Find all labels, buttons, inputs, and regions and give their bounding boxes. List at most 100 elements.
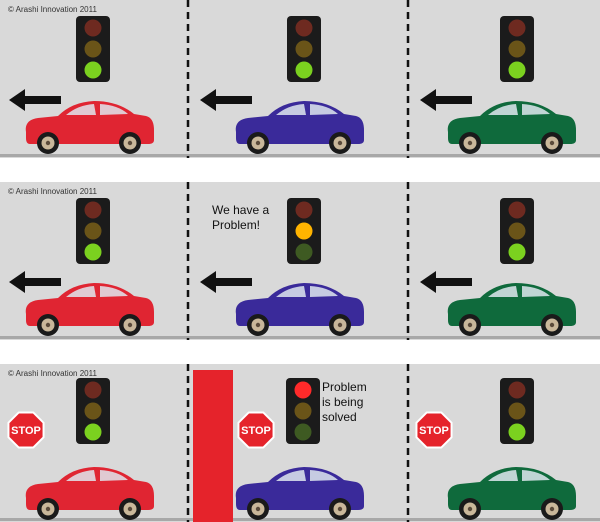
- lane: [9, 198, 154, 336]
- car-hub-center: [45, 322, 51, 328]
- red-lamp-off: [84, 201, 102, 219]
- car-window-front: [66, 470, 96, 481]
- road-line: [0, 154, 600, 157]
- car: [25, 101, 154, 154]
- stop-sign-icon: STOP: [237, 411, 275, 449]
- lane: STOP: [415, 378, 576, 520]
- left-arrow-icon: [9, 271, 61, 293]
- car-window-front: [276, 104, 306, 115]
- caption-line: We have a: [212, 203, 269, 217]
- car-window-rear: [522, 286, 550, 297]
- road-line: [0, 336, 600, 339]
- copyright-text: © Arashi Innovation 2011: [8, 187, 97, 196]
- traffic-light: [500, 16, 534, 82]
- red-lamp-off: [508, 201, 526, 219]
- lane: [200, 16, 364, 154]
- green-lamp-off: [294, 423, 312, 441]
- car-hub-center: [255, 140, 261, 146]
- car: [25, 283, 154, 336]
- car-window-rear: [100, 470, 128, 481]
- red-lamp-on: [294, 381, 312, 399]
- car-hub-center: [549, 322, 555, 328]
- left-arrow-icon: [200, 271, 252, 293]
- amber-lamp-off: [508, 40, 526, 58]
- caption-line: Problem!: [212, 218, 260, 232]
- amber-lamp-off: [84, 222, 102, 240]
- left-arrow-icon: [9, 89, 61, 111]
- traffic-light: [76, 16, 110, 82]
- caption-line: is being: [322, 395, 363, 409]
- copyright-text: © Arashi Innovation 2011: [8, 5, 97, 14]
- red-lamp-off: [84, 381, 102, 399]
- car: [235, 467, 364, 520]
- traffic-light: [287, 198, 321, 264]
- car-hub-center: [467, 140, 473, 146]
- car-window-rear: [522, 470, 550, 481]
- car-window-front: [488, 104, 518, 115]
- red-barrier: [193, 370, 233, 522]
- green-lamp-on: [295, 61, 313, 79]
- copyright-text: © Arashi Innovation 2011: [8, 369, 97, 378]
- traffic-light: [287, 16, 321, 82]
- red-lamp-off: [84, 19, 102, 37]
- car-window-rear: [522, 104, 550, 115]
- car-window-front: [66, 286, 96, 297]
- caption-line: Problem: [322, 380, 367, 394]
- lane: [420, 198, 576, 336]
- lane: [420, 16, 576, 154]
- stop-sign-label: STOP: [241, 425, 271, 437]
- car: [447, 283, 576, 336]
- green-lamp-on: [84, 243, 102, 261]
- stop-sign-octagon: [237, 411, 275, 449]
- amber-lamp-off: [294, 402, 312, 420]
- car: [447, 467, 576, 520]
- car-hub-center: [467, 506, 473, 512]
- car-hub-center: [255, 322, 261, 328]
- traffic-light: [76, 198, 110, 264]
- car-hub-center: [549, 140, 555, 146]
- car-hub-center: [337, 140, 343, 146]
- amber-lamp-off: [295, 40, 313, 58]
- amber-lamp-on: [295, 222, 313, 240]
- car-hub-center: [337, 506, 343, 512]
- left-arrow-icon: [420, 271, 472, 293]
- car-window-front: [276, 286, 306, 297]
- car-window-rear: [310, 470, 338, 481]
- car-window-front: [488, 470, 518, 481]
- stop-sign-label: STOP: [11, 425, 41, 437]
- green-lamp-on: [508, 61, 526, 79]
- stop-sign-octagon: [415, 411, 453, 449]
- stop-sign-label: STOP: [419, 425, 449, 437]
- lane: [9, 16, 154, 154]
- car-hub-center: [255, 506, 261, 512]
- left-arrow-icon: [420, 89, 472, 111]
- car-hub-center: [45, 140, 51, 146]
- car-window-front: [488, 286, 518, 297]
- car-window-front: [66, 104, 96, 115]
- car-hub-center: [127, 140, 133, 146]
- row-panel: © Arashi Innovation 2011 We have aProblem…: [0, 182, 600, 340]
- car-window-rear: [100, 104, 128, 115]
- car-hub-center: [337, 322, 343, 328]
- traffic-light: [500, 378, 534, 444]
- red-lamp-off: [295, 201, 313, 219]
- green-lamp-off: [295, 243, 313, 261]
- amber-lamp-off: [84, 40, 102, 58]
- car-hub-center: [549, 506, 555, 512]
- green-lamp-on: [508, 423, 526, 441]
- amber-lamp-off: [508, 222, 526, 240]
- car-hub-center: [127, 506, 133, 512]
- car-hub-center: [127, 322, 133, 328]
- traffic-light: [500, 198, 534, 264]
- road-line: [0, 518, 600, 521]
- stop-sign-icon: STOP: [415, 411, 453, 449]
- traffic-light: [76, 378, 110, 444]
- caption-line: solved: [322, 410, 357, 424]
- car: [235, 283, 364, 336]
- row-panel: © Arashi Innovation 2011: [0, 0, 600, 158]
- car-hub-center: [467, 322, 473, 328]
- car-window-rear: [310, 286, 338, 297]
